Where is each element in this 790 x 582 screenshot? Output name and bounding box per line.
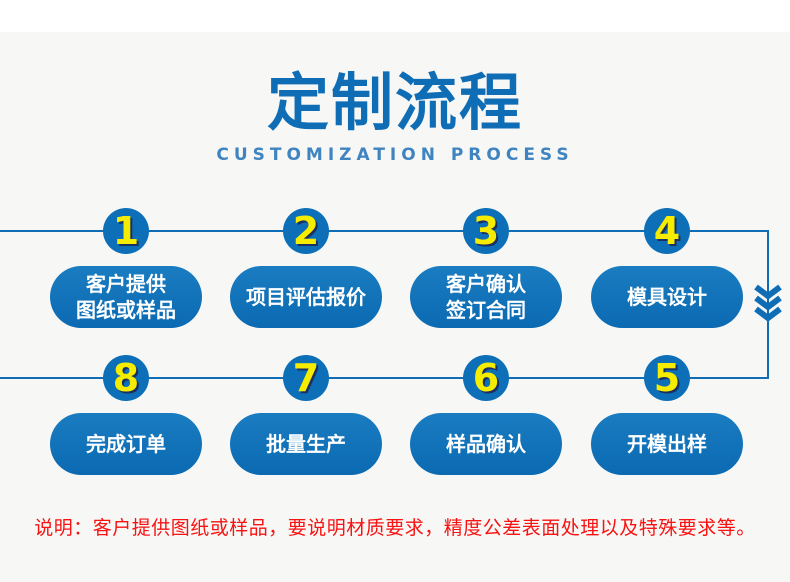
step-label-line: 样品确认 <box>446 432 526 456</box>
step-label-line: 客户确认 <box>446 272 526 296</box>
triple-chevron-down-icon <box>754 284 782 322</box>
page-subtitle: CUSTOMIZATION PROCESS <box>216 145 574 165</box>
step-5-number-badge: 5 <box>644 355 690 401</box>
step-label-line: 图纸或样品 <box>76 298 176 322</box>
step-5-label-pill: 开模出样 <box>591 413 743 475</box>
step-4-number-badge: 4 <box>644 208 690 254</box>
step-7-number-badge: 7 <box>283 355 329 401</box>
step-label-line: 客户提供 <box>86 272 166 296</box>
step-3-label-pill: 客户确认 签订合同 <box>410 266 562 328</box>
step-label-line: 项目评估报价 <box>246 285 366 309</box>
step-8-number-badge: 8 <box>103 355 149 401</box>
step-label-line: 完成订单 <box>86 432 166 456</box>
explanation-note: 说明：客户提供图纸或样品，要说明材质要求，精度公差表面处理以及特殊要求等。 <box>34 517 756 539</box>
row1-connector-line <box>0 230 769 232</box>
step-6-label-pill: 样品确认 <box>410 413 562 475</box>
step-label-line: 签订合同 <box>446 298 526 322</box>
step-3-number-badge: 3 <box>463 208 509 254</box>
step-2-number-badge: 2 <box>283 208 329 254</box>
step-4-label-pill: 模具设计 <box>591 266 743 328</box>
step-label-line: 批量生产 <box>266 432 346 456</box>
step-1-label-pill: 客户提供 图纸或样品 <box>50 266 202 328</box>
page-title: 定制流程 <box>266 66 523 139</box>
step-label-line: 模具设计 <box>627 285 707 309</box>
step-7-label-pill: 批量生产 <box>230 413 382 475</box>
step-label-line: 开模出样 <box>627 432 707 456</box>
top-white-band <box>0 0 790 32</box>
step-6-number-badge: 6 <box>463 355 509 401</box>
step-2-label-pill: 项目评估报价 <box>230 266 382 328</box>
row2-connector-line <box>0 377 769 379</box>
step-1-number-badge: 1 <box>103 208 149 254</box>
step-8-label-pill: 完成订单 <box>50 413 202 475</box>
